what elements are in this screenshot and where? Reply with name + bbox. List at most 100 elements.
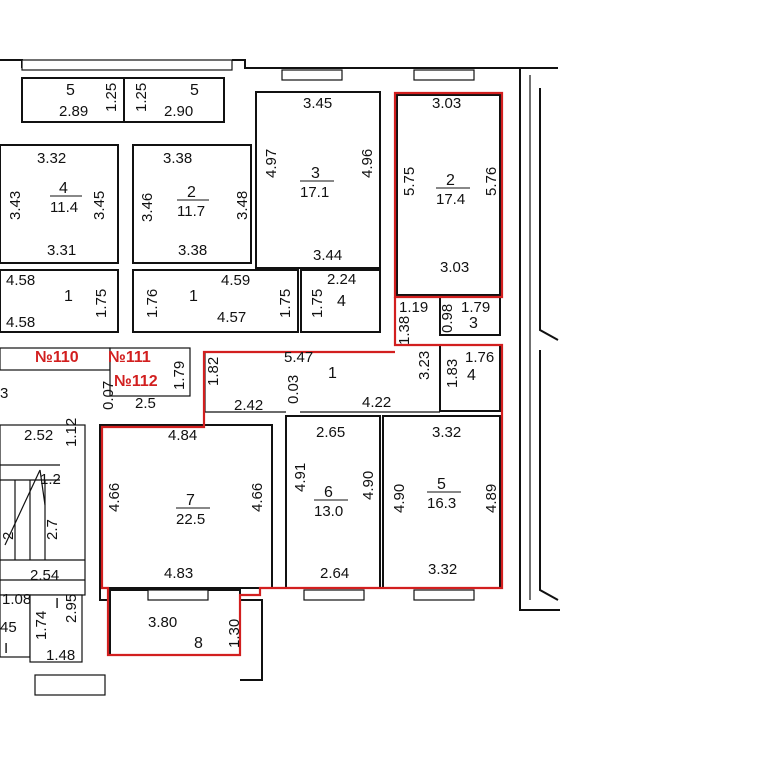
stair-steps [0, 464, 85, 581]
room-number: 4 [59, 180, 68, 197]
room-4-left [0, 144, 119, 264]
room-number: 1 [328, 365, 337, 382]
room-number: 6 [324, 484, 333, 501]
stair-dimension: 2.54 [30, 567, 59, 584]
room-dimension: 5.76 [483, 167, 500, 196]
stair-dimension: 45 [0, 619, 17, 636]
room-dimension: 0.07 [100, 381, 117, 410]
room-dimension: 2.42 [234, 397, 263, 414]
stair-base [34, 674, 106, 696]
room-dimension: 3.32 [428, 561, 457, 578]
stair-dimension: 1.12 [63, 418, 80, 447]
stair-mark: 2 [0, 532, 17, 540]
room-dimension: 3.32 [37, 150, 66, 167]
room-5 [382, 415, 501, 589]
stair-dimension: 3 [0, 385, 8, 402]
window [413, 69, 475, 81]
window [413, 589, 475, 601]
room-dimension: 0.98 [439, 304, 456, 333]
selected-area-outline [100, 297, 504, 657]
room-dimension: 3.45 [303, 95, 332, 112]
room-dimension: 1.83 [444, 359, 461, 388]
room-area: 16.3 [427, 495, 456, 512]
room-number: 1 [189, 288, 198, 305]
room-dimension: 3.48 [234, 191, 251, 220]
room-3 [255, 91, 381, 269]
stair-mark: I [55, 595, 59, 612]
room-dimension: 3.45 [91, 191, 108, 220]
room-dimension: 1.79 [171, 361, 188, 390]
apartment-112-label: №112 [114, 373, 158, 390]
room-dimension: 4.90 [391, 484, 408, 513]
room-dimension: 1.25 [103, 83, 120, 112]
room-dimension: 2.5 [135, 395, 156, 412]
room-dimension: 1.82 [205, 357, 222, 386]
room-dimension: 3.31 [47, 242, 76, 259]
room-dimension: 4.22 [362, 394, 391, 411]
room-dimension: 1.76 [465, 349, 494, 366]
room-dimension: 2.89 [59, 103, 88, 120]
room-area: 17.4 [436, 191, 465, 208]
stair-room [29, 594, 83, 663]
wall [99, 588, 263, 681]
stair-dimension: 1.48 [46, 647, 75, 664]
room-dimension: 3.43 [7, 191, 24, 220]
room-dimension: 4.57 [217, 309, 246, 326]
room-dimension: 1.38 [396, 316, 413, 345]
apartment-111-label: №111 [108, 349, 151, 366]
room-dimension: 3.46 [139, 193, 156, 222]
room-number: 2 [187, 184, 196, 201]
room-number: 7 [186, 492, 195, 509]
room-dimension: 1.75 [277, 289, 294, 318]
room-dimension: 4.97 [263, 149, 280, 178]
room-dimension: 5.75 [401, 167, 418, 196]
room-dimension: 4.58 [6, 314, 35, 331]
window [147, 589, 209, 601]
exterior-wall-right [520, 67, 559, 601]
room-dimension: 1.25 [133, 83, 150, 112]
stair-dimension: 2.7 [44, 519, 61, 540]
stair-block [0, 424, 86, 596]
stair-dimension: 2.95 [63, 594, 80, 623]
room-area: 17.1 [300, 184, 329, 201]
room-dimension: 4.91 [292, 463, 309, 492]
room-area: 13.0 [314, 503, 343, 520]
room-dimension: 3.38 [178, 242, 207, 259]
room-dimension: 3.03 [440, 259, 469, 276]
room-5-left [21, 77, 125, 123]
room-dimension: 4.84 [168, 427, 197, 444]
room-dimension: 0.03 [285, 375, 302, 404]
room-dimension: 3.32 [432, 424, 461, 441]
room-area: 11.7 [177, 203, 205, 220]
room-dimension: 1.76 [144, 289, 161, 318]
room-dimension: 4.96 [359, 149, 376, 178]
room-number: 5 [66, 82, 75, 99]
room-dimension: 4.83 [164, 565, 193, 582]
stair-mark: I [4, 640, 8, 657]
room-8 [109, 589, 241, 656]
room-number: 2 [446, 172, 455, 189]
room-dimension: 1.79 [461, 299, 490, 316]
entry-wall [109, 347, 191, 397]
room-dimension: 3.38 [163, 150, 192, 167]
room-dimension: 3.23 [416, 351, 433, 380]
room-2-large [396, 94, 501, 296]
room-number: 4 [337, 293, 346, 310]
room-dimension: 2.65 [316, 424, 345, 441]
room-dimension: 4.66 [106, 483, 123, 512]
room-dimension: 3.03 [432, 95, 461, 112]
stair-dimension: 2.52 [24, 427, 53, 444]
room-2-left [132, 144, 252, 264]
room-area: 22.5 [176, 511, 205, 528]
selected-room-outline [393, 91, 504, 299]
room-number: 8 [194, 635, 203, 652]
room-area: 11.4 [50, 199, 78, 216]
room-number: 4 [467, 367, 476, 384]
room-7 [99, 424, 273, 589]
stair-dimension: 1.2 [40, 471, 61, 488]
stair-dimension: 1.08 [2, 591, 31, 608]
room-dimension: 4.58 [6, 272, 35, 289]
window [303, 589, 365, 601]
room-number: 5 [190, 82, 199, 99]
